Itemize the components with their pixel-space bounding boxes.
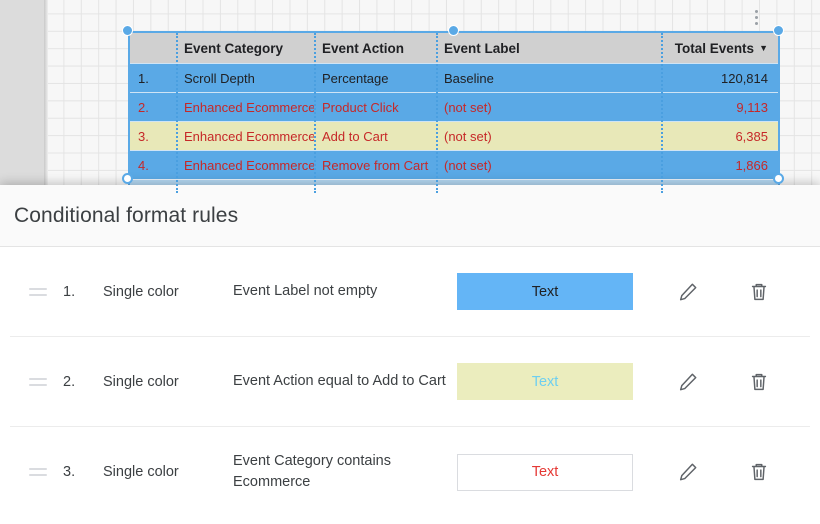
- left-rail-edge: [44, 0, 48, 195]
- resize-handle-top-left[interactable]: [122, 25, 133, 36]
- report-canvas: Event Category Event Action Event Label …: [0, 0, 820, 195]
- header-cell-total[interactable]: Total Events ▼: [661, 33, 778, 63]
- cell-label: (not set): [444, 157, 492, 173]
- table-row[interactable]: 1. Scroll Depth Percentage Baseline 120,…: [130, 63, 778, 92]
- cell-label: Baseline: [444, 70, 494, 86]
- left-rail: [0, 0, 44, 195]
- color-swatch-preview[interactable]: Text: [457, 453, 633, 491]
- cell-total: 9,113: [736, 99, 768, 115]
- drag-line: [29, 474, 47, 476]
- header-cell-index[interactable]: [130, 33, 176, 63]
- pencil-icon[interactable]: [675, 369, 701, 395]
- rules-list: 1. Single color Event Label not empty Te…: [0, 247, 820, 517]
- cell-action: Percentage: [322, 70, 389, 86]
- rule-index: 2.: [63, 373, 76, 390]
- sort-desc-icon[interactable]: ▼: [759, 43, 768, 53]
- rule-condition: Event Label not empty: [233, 283, 378, 299]
- rule-condition: Event Category contains Ecommerce: [233, 453, 391, 490]
- cell-index: 3.: [138, 128, 149, 144]
- drag-handle-icon[interactable]: [29, 377, 63, 386]
- list-item[interactable]: 2. Single color Event Action equal to Ad…: [10, 337, 810, 427]
- cell-index: 4.: [138, 157, 149, 173]
- color-swatch-preview[interactable]: Text: [457, 363, 633, 400]
- header-cell-action[interactable]: Event Action: [322, 40, 405, 56]
- rule-index: 3.: [63, 464, 76, 480]
- resize-handle-top-right[interactable]: [773, 25, 784, 36]
- rule-condition: Event Action equal to Add to Cart: [233, 373, 446, 389]
- rule-actions: [657, 279, 810, 305]
- rule-index: 1.: [63, 283, 76, 300]
- kebab-dot: [754, 9, 758, 13]
- rule-swatch-wrap: Text: [457, 363, 657, 400]
- cell-action: Product Click: [322, 99, 399, 115]
- list-item[interactable]: 3. Single color Event Category contains …: [10, 427, 810, 517]
- drag-line: [29, 383, 47, 386]
- drag-handle-icon[interactable]: [29, 468, 63, 476]
- more-vert-icon[interactable]: [749, 6, 763, 28]
- cell-category: Enhanced Ecommerce: [184, 157, 314, 173]
- resize-handle-top-center[interactable]: [448, 25, 459, 36]
- cell-total: 1,866: [735, 157, 768, 173]
- rule-type: Single color: [103, 283, 179, 300]
- header-cell-label[interactable]: Event Label: [444, 40, 520, 56]
- list-item[interactable]: 1. Single color Event Label not empty Te…: [10, 247, 810, 337]
- drag-line: [29, 293, 47, 296]
- trash-icon[interactable]: [746, 459, 772, 485]
- conditional-format-rules-dialog: Conditional format rules 1. Single color…: [0, 185, 820, 524]
- cell-index: 1.: [138, 70, 149, 86]
- page-title: Conditional format rules: [14, 203, 239, 227]
- cell-label: (not set): [444, 99, 492, 115]
- trash-icon[interactable]: [746, 279, 772, 305]
- header-cell-category[interactable]: Event Category: [184, 40, 284, 56]
- drag-line: [29, 287, 47, 290]
- cell-action: Add to Cart: [322, 128, 388, 144]
- table-row[interactable]: 4. Enhanced Ecommerce Remove from Cart (…: [130, 150, 778, 179]
- rule-actions: [657, 369, 810, 395]
- table-row[interactable]: 2. Enhanced Ecommerce Product Click (not…: [130, 92, 778, 121]
- rule-type: Single color: [103, 464, 179, 480]
- cell-index: 2.: [138, 99, 149, 115]
- cell-category: Scroll Depth: [184, 70, 255, 86]
- dialog-header: Conditional format rules: [0, 185, 820, 247]
- drag-handle-icon[interactable]: [29, 287, 63, 296]
- table-header-row: Event Category Event Action Event Label …: [130, 33, 778, 63]
- cell-total: 120,814: [721, 70, 768, 86]
- header-total-text: Total Events: [674, 40, 755, 56]
- rule-type: Single color: [103, 373, 179, 390]
- cell-total: 6,385: [735, 128, 768, 144]
- pencil-icon[interactable]: [675, 459, 701, 485]
- cell-category: Enhanced Ecommerce: [184, 128, 314, 144]
- resize-handle-bottom-left[interactable]: [122, 173, 133, 184]
- table-widget[interactable]: Event Category Event Action Event Label …: [128, 31, 780, 195]
- cell-category: Enhanced Ecommerce: [184, 99, 314, 115]
- kebab-dot: [754, 21, 758, 25]
- drag-line: [29, 468, 47, 470]
- table-row[interactable]: 3. Enhanced Ecommerce Add to Cart (not s…: [130, 121, 778, 150]
- drag-line: [29, 377, 47, 380]
- color-swatch-preview[interactable]: Text: [457, 273, 633, 310]
- resize-handle-bottom-right[interactable]: [773, 173, 784, 184]
- rule-swatch-wrap: Text: [457, 453, 657, 491]
- rule-actions: [657, 459, 810, 485]
- kebab-dot: [754, 15, 758, 19]
- cell-label: (not set): [444, 128, 492, 144]
- trash-icon[interactable]: [746, 369, 772, 395]
- pencil-icon[interactable]: [675, 279, 701, 305]
- cell-action: Remove from Cart: [322, 157, 429, 173]
- rule-swatch-wrap: Text: [457, 273, 657, 310]
